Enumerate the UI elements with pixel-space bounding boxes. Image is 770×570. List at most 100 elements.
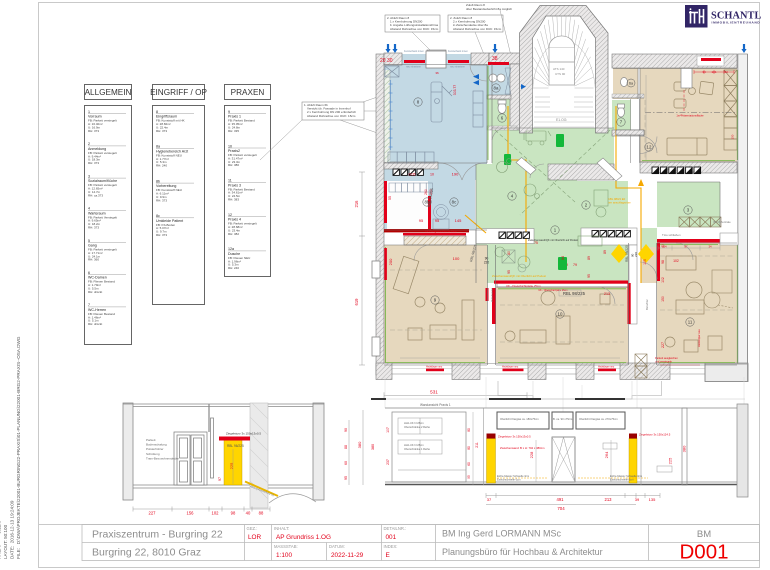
svg-text:Umkleide Patient: Umkleide Patient [156,219,183,223]
svg-text:RH: 373: RH: 373 [88,226,99,230]
svg-text:Anmeldung: Anmeldung [88,147,106,151]
svg-text:RH: ca.373: RH: ca.373 [88,193,103,197]
svg-text:WC-Damen: WC-Damen [88,276,107,280]
svg-text:EINGRIFF / OP: EINGRIFF / OP [150,88,207,97]
svg-text:ABL 980/4 E0: ABL 980/4 E0 [608,197,626,201]
svg-text:FB: Parkett Bestand: FB: Parkett Bestand [228,187,255,191]
svg-text:BM Ing Gerd LORMANN MSc: BM Ing Gerd LORMANN MSc [442,529,562,539]
svg-text:INHALT:: INHALT: [274,526,289,531]
svg-text:RH: 240: RH: 240 [228,266,239,270]
svg-text:U: 5.1m: U: 5.1m [88,319,99,323]
svg-text:Fensterbank innen: Fensterbank innen [448,50,468,53]
svg-text:80: 80 [467,446,471,450]
svg-text:U: 9.7m: U: 9.7m [156,230,167,234]
svg-text:FB: Kunststoff mit HK: FB: Kunststoff mit HK [156,119,185,123]
svg-text:39: 39 [635,497,640,502]
svg-text:200: 200 [429,189,433,195]
svg-text:95: 95 [344,476,348,480]
svg-text:303.77: 303.77 [453,85,457,95]
svg-text:Zwischenwand/QK mit Oberlicht: Zwischenwand/QK mit Oberlicht auf Podest [528,238,578,242]
svg-text:U: 5.5m: U: 5.5m [88,287,99,291]
svg-text:5: 5 [88,239,90,243]
svg-text:DATE: 2016-12-13 19:24:09: DATE: 2016-12-13 19:24:09 [10,500,15,559]
svg-text:AREA: 0.12M²: AREA: 0.12M² [0,519,2,559]
svg-text:U: 23.3m: U: 23.3m [228,160,241,164]
svg-text:Heizkörper neu: Heizkörper neu [426,366,443,369]
svg-text:A: 28.82m²: A: 28.82m² [156,122,171,126]
svg-text:491: 491 [557,497,565,502]
svg-text:Oberschränke 2 Reihe: Oberschränke 2 Reihe [404,425,431,429]
svg-text:8: 8 [156,110,158,114]
svg-text:LOR: LOR [248,534,262,541]
svg-text:U: 9.9m: U: 9.9m [156,195,167,199]
svg-text:PRAXEN: PRAXEN [231,88,265,97]
svg-text:UK - Dreischichtplatte 25cm: UK - Dreischichtplatte 25cm [506,284,541,288]
svg-text:95: 95 [587,274,591,278]
svg-text:1. Abluft Raum 6b: 1. Abluft Raum 6b [304,103,328,107]
svg-text:Warteraum: Warteraum [88,211,106,215]
svg-text:2: 2 [585,203,588,208]
svg-text:RH: 373: RH: 373 [156,233,167,237]
svg-text:E1.OG:: E1.OG: [556,118,567,122]
svg-text:89: 89 [587,256,591,260]
svg-text:RH: 383: RH: 383 [228,198,239,202]
svg-text:Praxis 4: Praxis 4 [228,218,241,222]
svg-text:95: 95 [419,218,424,223]
svg-text:A: 6.11m²: A: 6.11m² [156,192,169,196]
svg-text:98: 98 [231,511,236,516]
svg-text:88: 88 [259,511,264,516]
svg-text:4: 4 [88,207,90,211]
svg-text:Wandansicht Praxis 1: Wandansicht Praxis 1 [420,403,451,407]
svg-text:UK - Oberschatzpalte 25cm: UK - Oberschatzpalte 25cm [538,289,567,292]
svg-text:145: 145 [455,218,462,223]
svg-text:GEZ.:: GEZ.: [247,526,258,531]
svg-text:Ziegelsturz 3x 150x124.5: Ziegelsturz 3x 150x124.5 [639,432,671,436]
svg-text:Hygienebereich Arzt: Hygienebereich Arzt [156,149,188,153]
svg-text:A: 17.71m²: A: 17.71m² [88,251,103,255]
svg-text:10: 10 [228,144,232,148]
svg-text:FB: Parkett versiegelt: FB: Parkett versiegelt [88,151,117,155]
svg-text:E: E [386,552,390,559]
svg-text:INDEX:: INDEX: [384,544,398,549]
svg-text:Büro/Flur: Büro/Flur [645,299,649,310]
svg-text:U: 23.4m: U: 23.4m [228,228,241,232]
svg-text:Eiche-Massiv Schwelle 3cm: Eiche-Massiv Schwelle 3cm [497,474,529,478]
svg-text:619: 619 [354,298,359,306]
svg-text:FB: KS-Boden: FB: KS-Boden [156,223,176,227]
svg-text:200: 200 [388,258,393,265]
svg-text:D001: D001 [679,541,728,564]
svg-text:U: 14.7m: U: 14.7m [88,190,101,194]
svg-text:220: 220 [634,252,638,257]
svg-text:8c: 8c [156,214,160,218]
svg-text:2. Abluft Raum 8: 2. Abluft Raum 8 [387,16,410,20]
svg-text:RBL 98/225: RBL 98/225 [469,244,477,262]
svg-text:135: 135 [649,497,656,502]
svg-text:2 x Kernbohrung DN200: 2 x Kernbohrung DN200 [453,20,486,24]
svg-text:DATUM:: DATUM: [329,544,345,549]
svg-text:RH: 382: RH: 382 [228,232,239,236]
svg-text:RBL 98/225: RBL 98/225 [625,245,629,262]
svg-text:Heizkörper neu: Heizkörper neu [502,366,519,369]
svg-text:Zwischenwand: B x H: 704 x 380: Zwischenwand: B x H: 704 x 380cm [500,446,545,450]
svg-text:12: 12 [647,145,652,150]
svg-text:RH: drückt: RH: drückt [88,290,102,294]
svg-text:8b: 8b [425,200,430,205]
svg-text:60: 60 [344,461,348,465]
svg-text:102: 102 [673,259,679,263]
svg-text:8a: 8a [156,145,160,149]
svg-text:79: 79 [573,263,577,267]
svg-text:U: 24.1m: U: 24.1m [88,254,101,258]
svg-text:7: 7 [620,120,623,125]
svg-text:A: 1.77m²: A: 1.77m² [156,157,169,161]
svg-text:RH: 380: RH: 380 [228,163,239,167]
svg-text:Holz-UK h=25cm: Holz-UK h=25cm [404,421,424,425]
svg-text:MASSSTAB:: MASSSTAB: [274,544,298,549]
svg-text:0.05: 0.05 [409,173,416,177]
svg-text:10: 10 [558,312,563,317]
svg-text:6: 6 [501,116,504,121]
svg-text:RBL 98/225: RBL 98/225 [563,291,586,296]
svg-text:11: 11 [228,179,232,183]
svg-text:Holz-UK h=25cm: Holz-UK h=25cm [404,443,424,447]
svg-text:LAYOUT: 50:100: LAYOUT: 50:100 [3,524,8,559]
svg-text:89: 89 [603,250,607,254]
